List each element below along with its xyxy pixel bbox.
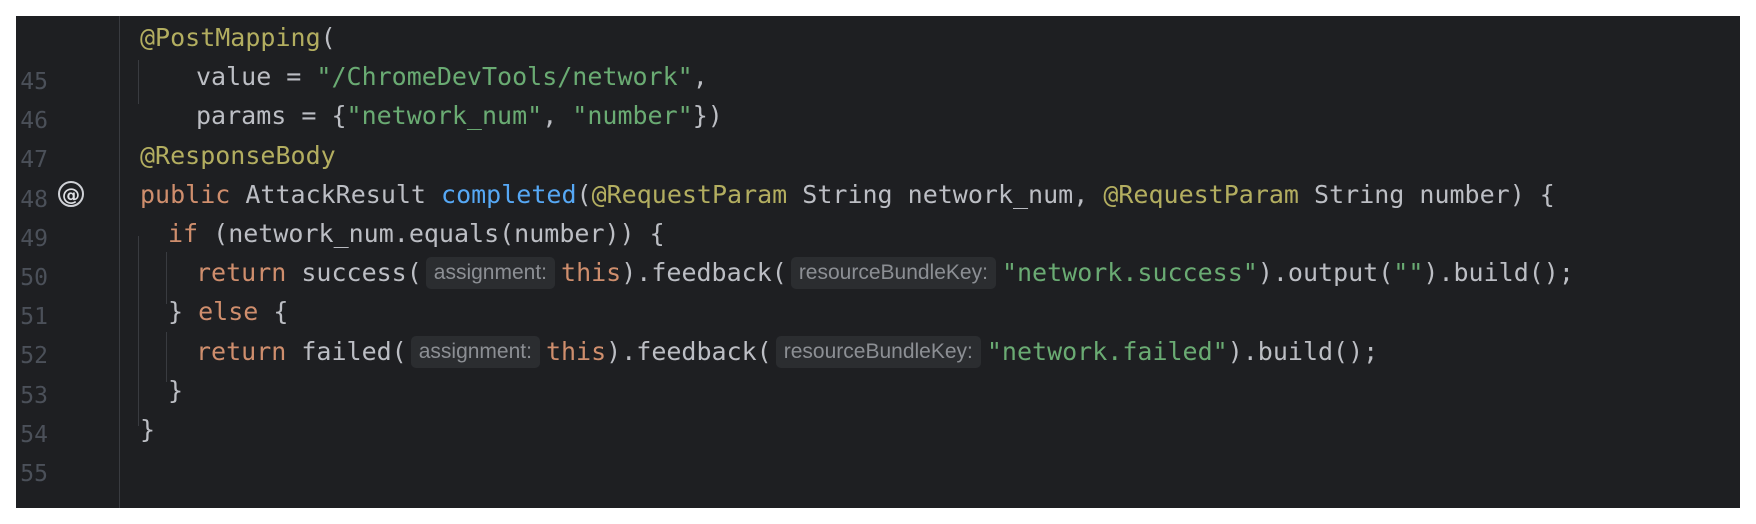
indent-guide <box>166 252 167 304</box>
keyword-else: else <box>198 297 259 326</box>
keyword-if: if <box>168 219 214 248</box>
parameter-hint: resourceBundleKey: <box>790 256 996 289</box>
string-literal: "number" <box>572 101 693 130</box>
code-line-46[interactable]: 46 value = "/ChromeDevTools/network", <box>16 55 1740 134</box>
parameter-hint: assignment: <box>410 335 540 368</box>
line-number: 49 <box>20 226 48 252</box>
method-name: completed <box>441 180 577 209</box>
indent-guide <box>166 332 167 382</box>
line-number: 53 <box>20 383 48 409</box>
line-number: 55 <box>20 461 48 487</box>
keyword-return: return <box>196 258 302 287</box>
keyword-this: this <box>561 258 622 287</box>
parameter-hint: assignment: <box>425 256 556 289</box>
string-literal: "/ChromeDevTools/network" <box>316 62 693 91</box>
parameter-hint: resourceBundleKey: <box>775 335 981 368</box>
implements-marker-icon[interactable]: @ <box>58 181 84 207</box>
line-number: 50 <box>20 265 48 291</box>
code-line-54[interactable]: 54 } <box>16 369 1740 448</box>
string-literal: "network.failed" <box>986 337 1228 366</box>
keyword-this: this <box>545 337 607 366</box>
line-number: 52 <box>20 343 48 369</box>
string-literal: "network_num" <box>346 101 543 130</box>
line-number: 46 <box>20 108 48 134</box>
line-number: 45 <box>20 69 48 95</box>
line-number: 54 <box>20 422 48 448</box>
string-literal: "network.success" <box>1001 258 1258 287</box>
code-line-47[interactable]: 47 params = {"network_num", "number"}) <box>16 94 1740 173</box>
code-line-45[interactable]: 45 @PostMapping( <box>16 16 1740 95</box>
keyword-public: public <box>140 180 246 209</box>
code-line-55[interactable]: 55 } <box>16 408 1740 487</box>
code-line-50[interactable]: 50 if (network_num.equals(number)) { <box>16 212 1740 291</box>
code-line-52[interactable]: 52 } else { <box>16 290 1740 369</box>
code-editor[interactable]: 45 @PostMapping( 46 value = "/ChromeDevT… <box>16 16 1740 508</box>
line-number: 48 <box>20 187 48 213</box>
annotation-requestparam: @RequestParam <box>591 180 788 209</box>
code-line-48[interactable]: 48 @ResponseBody <box>16 134 1740 213</box>
annotation-postmapping: @PostMapping <box>140 23 321 52</box>
gutter-divider <box>119 16 120 508</box>
annotation-requestparam: @RequestParam <box>1103 180 1299 209</box>
line-number: 51 <box>20 304 48 330</box>
code-line-51[interactable]: 51 return success(assignment:this).feedb… <box>16 251 1740 330</box>
code-line-53[interactable]: 53 return failed(assignment:this).feedba… <box>16 330 1740 409</box>
string-literal: "" <box>1393 258 1424 287</box>
indent-guide <box>138 60 139 104</box>
indent-guide <box>138 236 139 426</box>
line-number: 47 <box>20 147 48 173</box>
keyword-return: return <box>196 337 302 366</box>
code-line-49[interactable]: 49 @ public AttackResult completed(@Requ… <box>16 173 1740 252</box>
annotation-responsebody: @ResponseBody <box>140 141 336 170</box>
